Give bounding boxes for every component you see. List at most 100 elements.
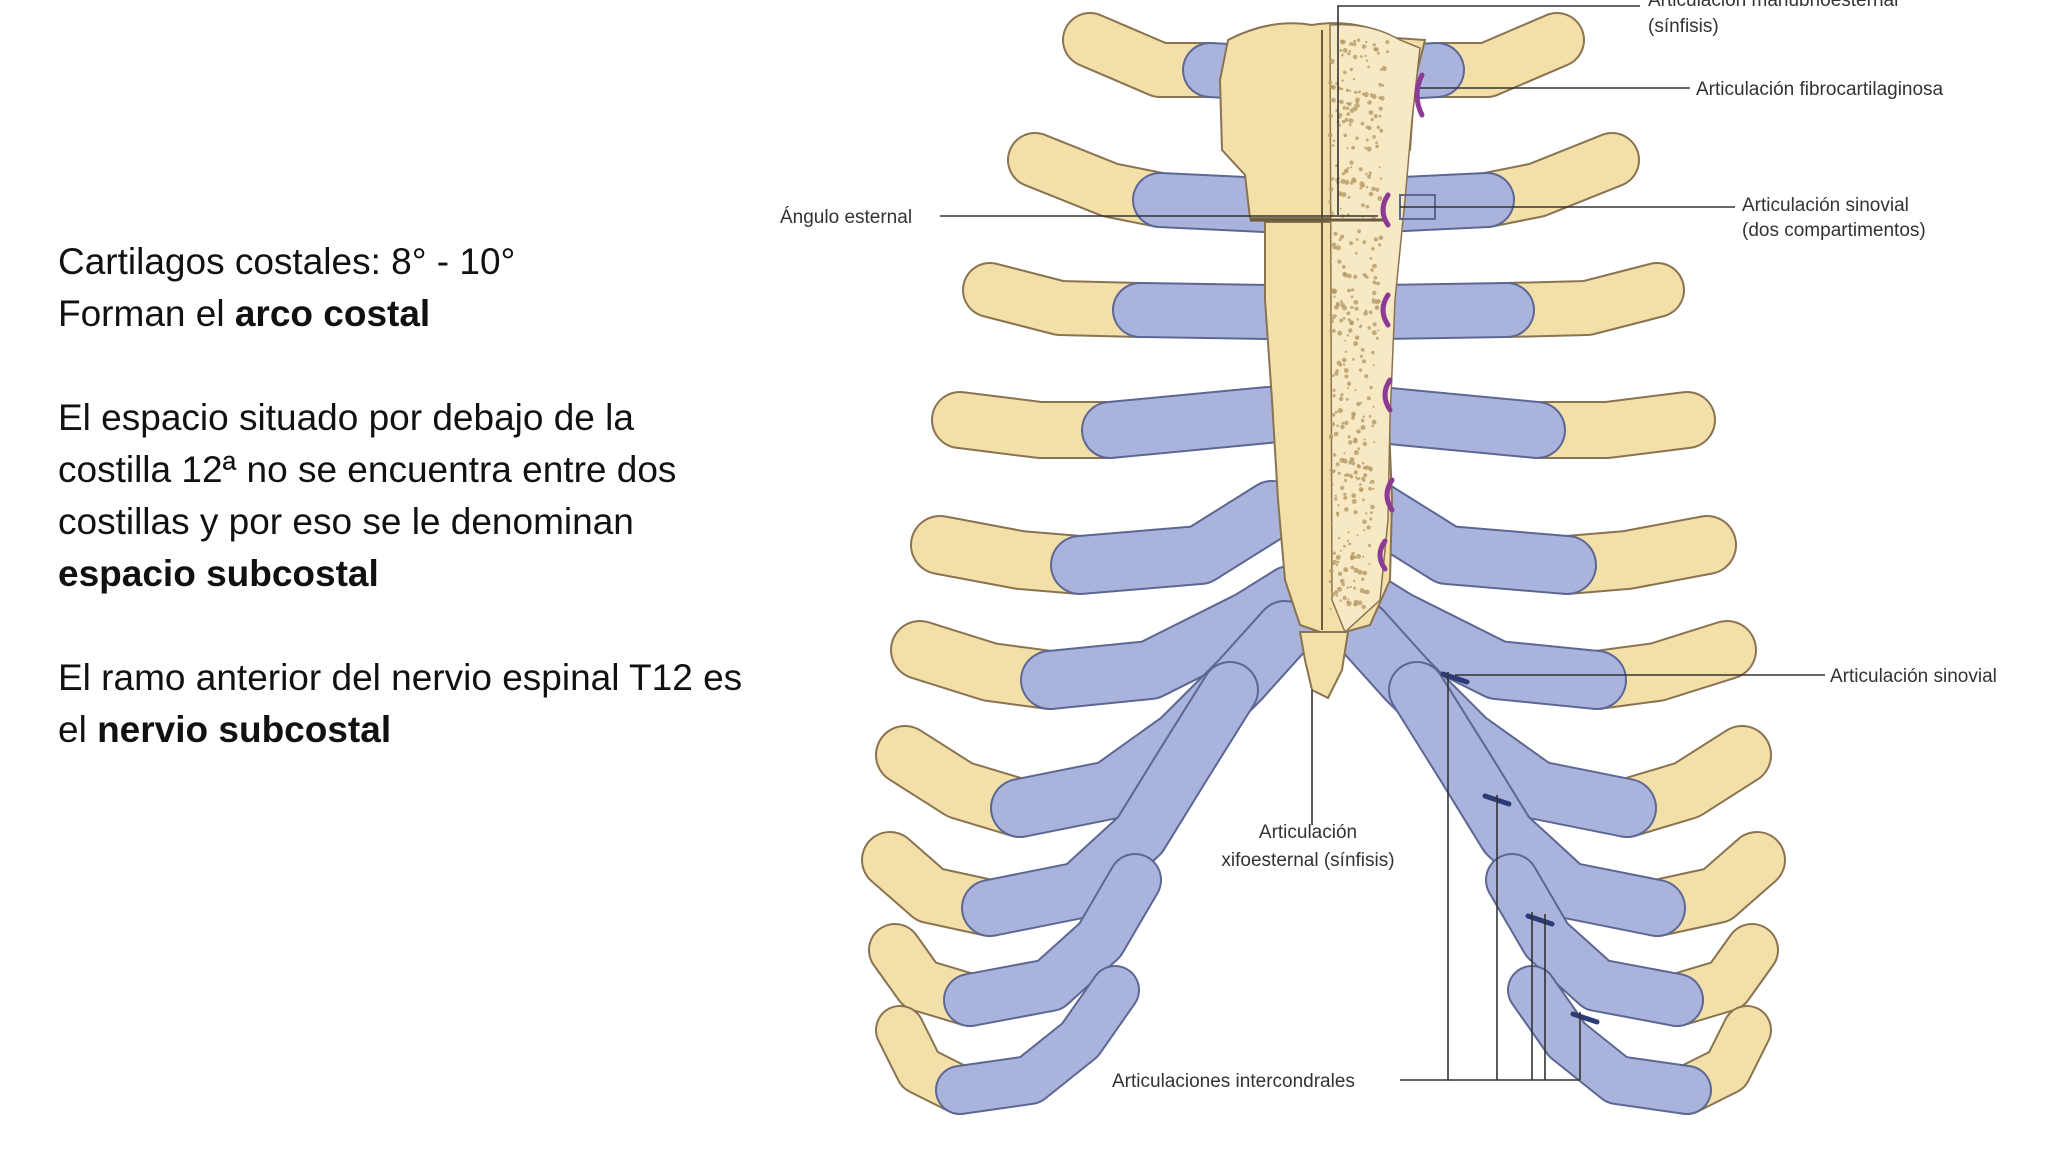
speckle <box>1368 466 1373 471</box>
speckle <box>1373 275 1378 280</box>
speckle <box>1332 453 1337 457</box>
speckle <box>1331 592 1336 597</box>
speckle <box>1372 135 1376 139</box>
xiphoid-process <box>1298 631 1350 700</box>
speckle <box>1341 53 1344 57</box>
speckle <box>1339 48 1343 52</box>
speckle <box>1371 247 1375 251</box>
rib-4-right-cartilage <box>1352 388 1564 457</box>
speckle <box>1376 281 1380 286</box>
speckle <box>1357 91 1360 94</box>
speckle <box>1360 425 1366 430</box>
speckle <box>1351 288 1355 292</box>
speckle <box>1362 570 1368 576</box>
speckle <box>1351 145 1355 150</box>
speckle <box>1372 263 1377 269</box>
speckle <box>1339 318 1344 323</box>
speckle <box>1347 598 1350 601</box>
speckle <box>1341 192 1347 198</box>
speckle <box>1351 551 1355 556</box>
speckle <box>1329 468 1333 472</box>
speckle <box>1357 464 1361 469</box>
speckle <box>1347 531 1350 534</box>
speckle <box>1352 77 1356 81</box>
speckle <box>1362 519 1367 524</box>
speckle <box>1361 577 1365 581</box>
speckle <box>1379 177 1383 180</box>
speckle <box>1359 354 1363 358</box>
speckle <box>1342 305 1347 311</box>
speckle <box>1362 415 1365 418</box>
speckle <box>1345 106 1350 111</box>
speckle <box>1347 435 1351 439</box>
speckle <box>1370 479 1375 484</box>
speckle <box>1361 498 1365 502</box>
speckle <box>1372 43 1376 47</box>
label-synovial-two-compartments: Articulación sinovial <box>1742 195 1909 216</box>
speckle <box>1349 585 1352 589</box>
speckle <box>1335 594 1339 597</box>
speckle <box>1364 54 1367 58</box>
speckle <box>1356 429 1361 434</box>
speckle <box>1357 569 1363 575</box>
speckle <box>1373 441 1376 444</box>
speckle <box>1340 178 1346 184</box>
speckle <box>1336 511 1340 515</box>
speckle <box>1341 172 1345 176</box>
speckle <box>1337 330 1343 336</box>
label-manubriosternal-joint-sub: (sínfisis) <box>1648 16 1719 37</box>
speckle <box>1349 181 1354 185</box>
speckle <box>1348 542 1352 546</box>
speckle <box>1375 305 1379 309</box>
speckle <box>1365 204 1370 209</box>
speckle <box>1335 245 1341 251</box>
speckle <box>1363 529 1366 532</box>
speckle <box>1350 295 1354 299</box>
speckle <box>1339 578 1345 584</box>
speckle <box>1355 103 1360 108</box>
speckle <box>1368 110 1374 115</box>
speckle <box>1344 339 1347 342</box>
term-nervio-subcostal: nervio subcostal <box>97 709 392 750</box>
speckle <box>1374 47 1379 52</box>
speckle <box>1379 128 1384 133</box>
label-xiphisternal-joint: Articulación <box>1259 822 1357 843</box>
costal-joint-4 <box>1382 377 1393 413</box>
speckle <box>1333 314 1337 318</box>
speckle <box>1351 411 1356 417</box>
speckle <box>1329 608 1332 611</box>
speckle <box>1331 320 1334 323</box>
speckle <box>1333 231 1338 236</box>
speckle <box>1343 452 1346 455</box>
speckle <box>1348 123 1352 127</box>
speckle <box>1335 563 1339 567</box>
costal-joint-5 <box>1384 477 1395 513</box>
speckle <box>1346 147 1349 150</box>
interchondral-joint-4 <box>1570 1011 1600 1025</box>
paragraph-costal-arch: Cartilagos costales: 8° - 10° Forman el … <box>58 236 818 340</box>
speckle <box>1385 50 1389 54</box>
speckle <box>1337 586 1342 592</box>
rib-8-right-cartilage <box>1390 663 1684 935</box>
speckle <box>1358 368 1363 372</box>
speckle <box>1337 471 1341 475</box>
speckle <box>1343 478 1348 483</box>
speckle <box>1340 549 1342 552</box>
speckle <box>1365 59 1369 62</box>
speckle <box>1353 274 1358 279</box>
speckle <box>1335 554 1341 560</box>
label-xiphisternal-joint-sub: xifoesternal (sínfisis) <box>1221 850 1394 871</box>
term-espacio-subcostal: espacio subcostal <box>58 553 379 594</box>
speckle <box>1349 67 1354 72</box>
rib-10-left-cartilage <box>937 967 1138 1113</box>
rib-9-right-cartilage <box>1487 855 1702 1025</box>
speckle <box>1351 178 1355 182</box>
speckle <box>1362 240 1367 245</box>
speckle <box>1375 336 1379 340</box>
speckle <box>1361 419 1365 423</box>
speckle <box>1369 481 1372 484</box>
paragraph-subcostal-nerve: El ramo anterior del nervio espinal T12 … <box>58 652 818 756</box>
speckle <box>1349 89 1352 92</box>
speckle <box>1347 288 1351 293</box>
